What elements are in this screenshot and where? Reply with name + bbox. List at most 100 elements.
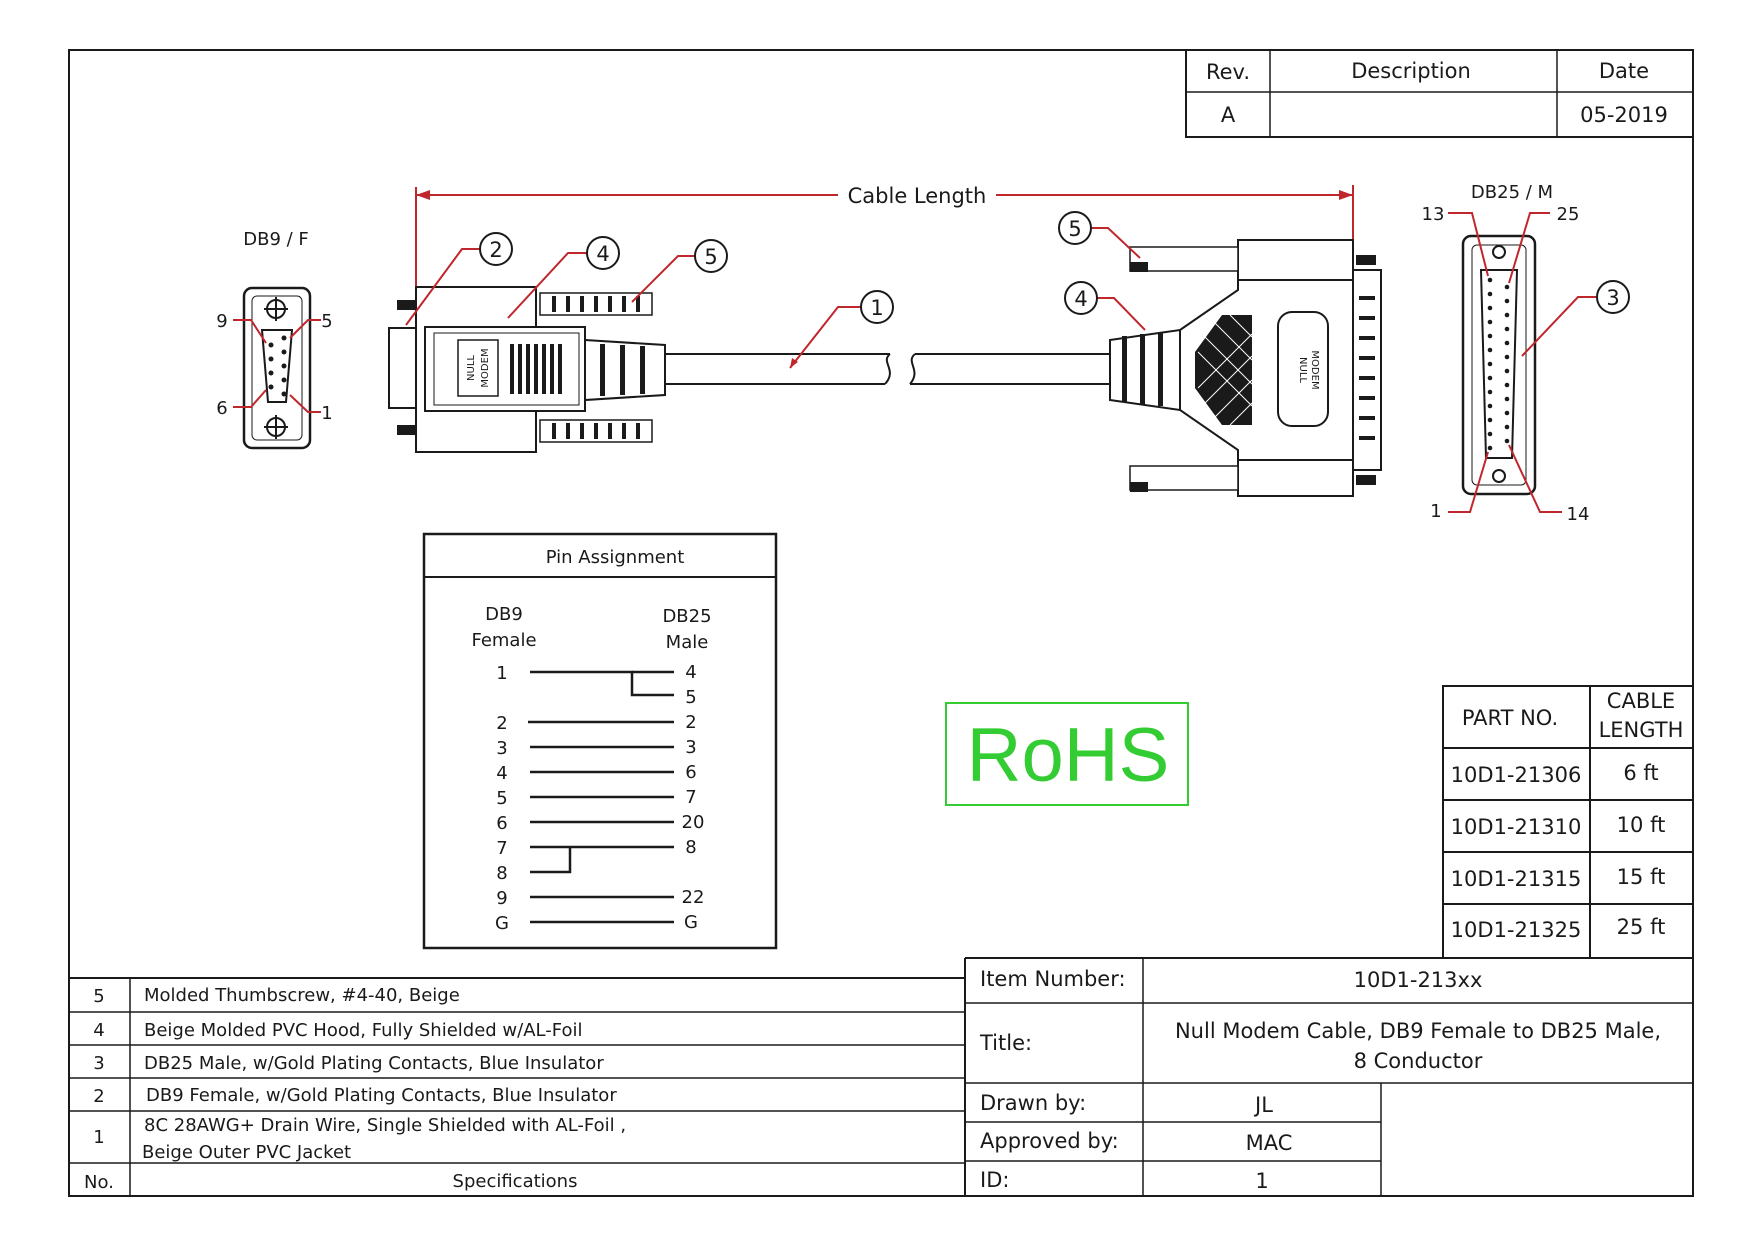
cable-length-label: Cable Length [848, 184, 987, 208]
db9-pin: 5 [496, 788, 507, 809]
db25-label: DB25 / M [1471, 182, 1553, 203]
bom-no: 1 [93, 1127, 104, 1148]
db9-pin-6-label: 6 [216, 398, 227, 419]
db25-pin: 6 [685, 762, 696, 783]
callout-5a: 5 [704, 245, 717, 269]
db9-pin: 1 [496, 663, 507, 684]
part-number: 10D1-21325 [1451, 918, 1582, 942]
callout-5b: 5 [1068, 217, 1081, 241]
part-length: 10 ft [1617, 813, 1666, 837]
bom-no: 5 [93, 986, 104, 1007]
db9-pin: 8 [496, 863, 507, 884]
db25-pin: 2 [685, 712, 696, 733]
db9-pin: 7 [496, 838, 507, 859]
db25-pin-25-label: 25 [1557, 204, 1580, 225]
bom-no: 3 [93, 1053, 104, 1074]
parts-table: PART NO. CABLE LENGTH 10D1-21306 6 ft 10… [1442, 685, 1694, 959]
part-number: 10D1-21315 [1451, 867, 1582, 891]
db25-pin-13-label: 13 [1422, 204, 1445, 225]
callout-1: 1 [870, 296, 883, 320]
date-header: Date [1599, 59, 1649, 83]
title-block: Item Number: 10D1-213xx Title: Null Mode… [965, 957, 1693, 1196]
part-length: 15 ft [1617, 865, 1666, 889]
drawn-by-label: Drawn by: [980, 1091, 1086, 1115]
bom-no: 4 [93, 1020, 104, 1041]
bom-no: 2 [93, 1086, 104, 1107]
db9-col-header-2: Female [471, 630, 536, 651]
db25-pin: 22 [682, 887, 705, 908]
callout-4a: 4 [596, 242, 609, 266]
bom-spec: Beige Molded PVC Hood, Fully Shielded w/… [144, 1020, 582, 1041]
callout-3: 3 [1606, 286, 1619, 310]
part-number: 10D1-21306 [1451, 763, 1582, 787]
bom-spec: Molded Thumbscrew, #4-40, Beige [144, 985, 460, 1006]
db25-face-view: DB25 / M 13 25 1 14 [1422, 182, 1590, 525]
title-line-2: 8 Conductor [1354, 1049, 1483, 1073]
db25-pin-14-label: 14 [1567, 504, 1590, 525]
id-label: ID: [980, 1168, 1009, 1192]
db25-pin-1-label: 1 [1430, 501, 1441, 522]
bom-no-header: No. [84, 1172, 114, 1193]
approved-by-value: MAC [1246, 1131, 1293, 1155]
db25-hood-text-modem: MODEM [1309, 350, 1320, 389]
db9-pin: 3 [496, 738, 507, 759]
part-length: 6 ft [1623, 761, 1658, 785]
cable-length-header-2: LENGTH [1599, 718, 1684, 742]
db9-pin-9-label: 9 [216, 311, 227, 332]
db25-pin: G [684, 912, 698, 933]
part-length: 25 ft [1617, 915, 1666, 939]
part-number: 10D1-21310 [1451, 815, 1582, 839]
db9-face-view: DB9 / F 9 5 6 1 [216, 229, 333, 450]
title-line-1: Null Modem Cable, DB9 Female to DB25 Mal… [1175, 1019, 1661, 1043]
db25-col-header-1: DB25 [662, 606, 711, 627]
id-value: 1 [1255, 1169, 1268, 1193]
title-label: Title: [979, 1031, 1032, 1055]
db25-col-header-2: Male [666, 632, 709, 653]
db9-connector: NULL MODEM [388, 286, 666, 453]
callout-2: 2 [489, 238, 502, 262]
cable [665, 353, 1110, 385]
db25-pin: 8 [685, 837, 696, 858]
item-number-label: Item Number: [980, 967, 1126, 991]
bom-spec: DB25 Male, w/Gold Plating Contacts, Blue… [144, 1053, 604, 1074]
date-value: 05-2019 [1580, 103, 1668, 127]
db9-hood-text-null: NULL [466, 355, 477, 381]
rohs-text: RoHS [967, 713, 1170, 798]
rev-header: Rev. [1206, 60, 1250, 84]
db9-pin-5-label: 5 [321, 311, 332, 332]
db9-label: DB9 / F [243, 229, 309, 250]
part-no-header: PART NO. [1462, 706, 1558, 730]
db9-hood-text-modem: MODEM [480, 348, 491, 387]
db9-col-header-1: DB9 [485, 604, 523, 625]
db25-pin: 4 [685, 662, 696, 683]
db25-connector: NULL MODEM [1109, 239, 1382, 497]
db9-pin: 2 [496, 713, 507, 734]
rev-value: A [1221, 103, 1236, 127]
drawn-by-value: JL [1253, 1093, 1273, 1117]
revision-block: Rev. Description Date A 05-2019 [1185, 49, 1694, 138]
bom-spec: 8C 28AWG+ Drain Wire, Single Shielded wi… [144, 1115, 626, 1136]
description-header: Description [1351, 59, 1471, 83]
db9-pin: 9 [496, 888, 507, 909]
bom-table: 5 Molded Thumbscrew, #4-40, Beige 4 Beig… [69, 958, 966, 1196]
bom-spec-line-2: Beige Outer PVC Jacket [142, 1142, 351, 1163]
pin-assignment: Pin Assignment DB9 Female DB25 Male 1 2 … [422, 532, 778, 950]
approved-by-label: Approved by: [980, 1129, 1119, 1153]
pin-assignment-title: Pin Assignment [546, 547, 685, 568]
db9-pin: 6 [496, 813, 507, 834]
bom-spec: DB9 Female, w/Gold Plating Contacts, Blu… [146, 1085, 617, 1106]
callout-4b: 4 [1074, 287, 1087, 311]
item-number-value: 10D1-213xx [1354, 968, 1483, 992]
db9-pin-1-label: 1 [321, 403, 332, 424]
db25-hood-text-null: NULL [1297, 357, 1308, 383]
rohs-mark: RoHS [945, 702, 1189, 806]
callouts: 1 2 3 4 4 5 5 [405, 211, 1630, 369]
cable-length-header-1: CABLE [1607, 689, 1675, 713]
db9-pin: 4 [496, 763, 507, 784]
sheet-border [68, 49, 1694, 1197]
db9-pin: G [495, 913, 509, 934]
db25-pin: 7 [685, 787, 696, 808]
db25-pin: 5 [685, 687, 696, 708]
bom-spec-header: Specifications [453, 1171, 578, 1192]
